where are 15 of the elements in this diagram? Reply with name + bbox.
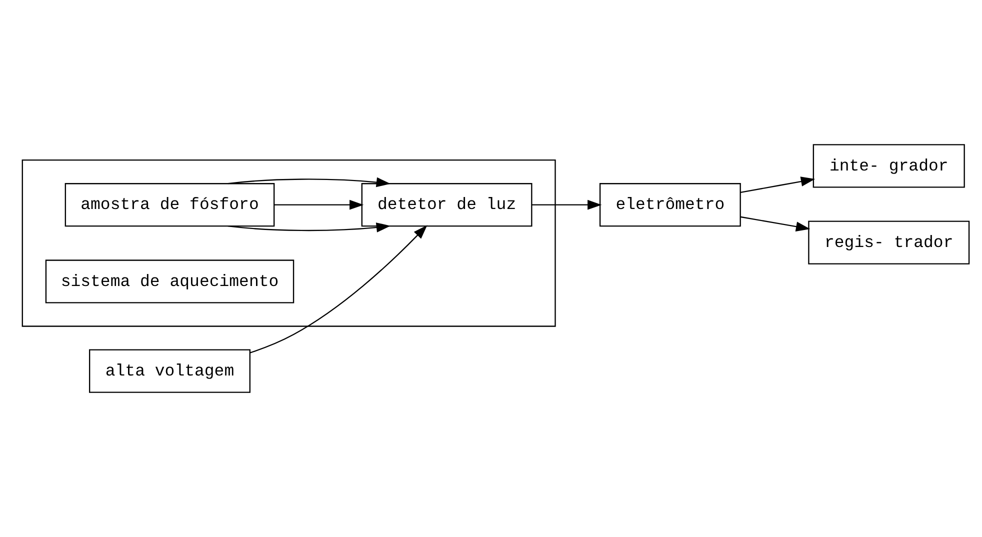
cluster bbox=[22, 159, 556, 327]
arrow bbox=[740, 216, 810, 232]
arrow bbox=[532, 200, 602, 210]
arrow bbox=[274, 200, 364, 210]
node-box: amostra de fósforo bbox=[64, 183, 275, 227]
node-box: regis- trador bbox=[808, 220, 970, 264]
arrow bbox=[228, 222, 391, 232]
node-box: detetor de luz bbox=[361, 183, 532, 227]
node-box: alta voltagem bbox=[89, 349, 250, 393]
arrow bbox=[740, 176, 816, 193]
node-box: sistema de aquecimento bbox=[45, 260, 294, 304]
node-box: eletrômetro bbox=[599, 183, 741, 227]
arrow bbox=[228, 177, 391, 188]
node-box: inte- grador bbox=[812, 144, 965, 188]
arrow bbox=[250, 225, 428, 354]
